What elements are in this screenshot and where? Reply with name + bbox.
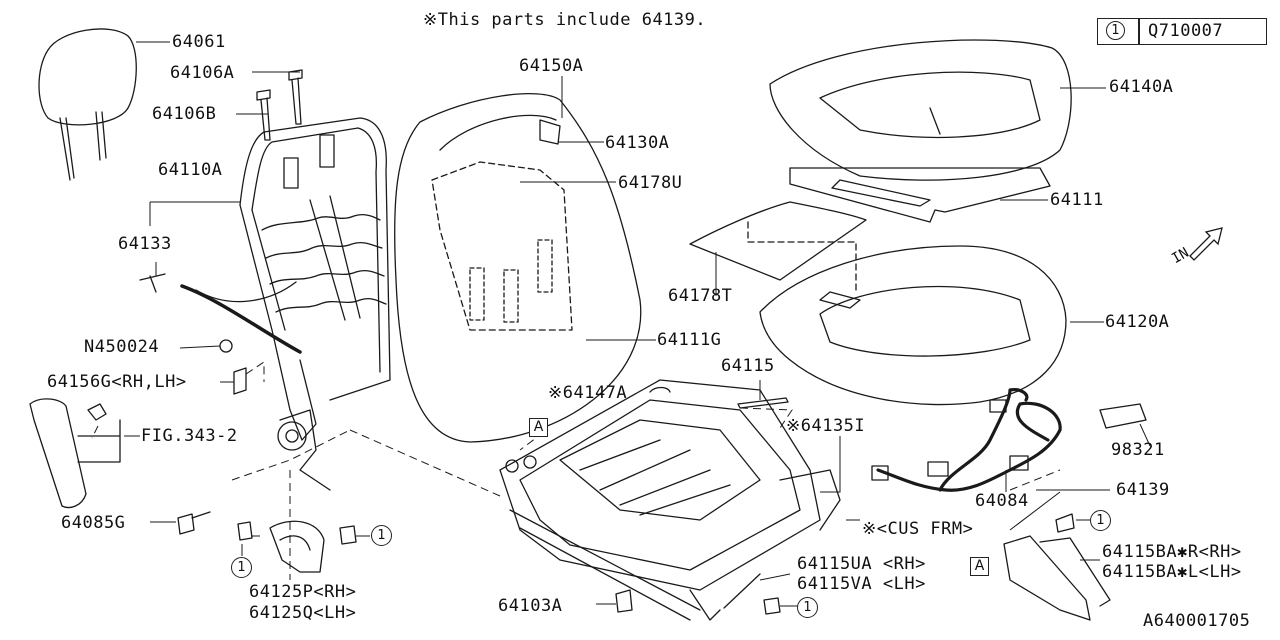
callout-64125Q[interactable]: 64125Q<LH> xyxy=(249,603,357,623)
callout-64115[interactable]: 64115 xyxy=(721,356,775,376)
nut-drawing xyxy=(219,339,233,353)
circle-marker-hinge-bottom: 1 xyxy=(231,557,252,578)
callout-64178T[interactable]: 64178T xyxy=(668,286,733,306)
side-airbag-drawing xyxy=(29,398,121,509)
callout-64178U[interactable]: 64178U xyxy=(618,173,683,193)
arrow-icon xyxy=(1189,227,1223,261)
box-marker-a-bracket: A xyxy=(970,557,989,576)
bolt-rail-head xyxy=(763,597,781,615)
callout-64106B[interactable]: 64106B xyxy=(152,104,217,124)
bolt-64103A-drawing xyxy=(615,589,633,613)
header-note: ※This parts include 64139. xyxy=(423,10,707,30)
callout-64085G[interactable]: 64085G xyxy=(61,513,126,533)
seat-film-drawing xyxy=(689,201,867,291)
circle-marker-rail: 1 xyxy=(797,597,818,618)
reference-divider xyxy=(1138,19,1140,44)
callout-64120A[interactable]: 64120A xyxy=(1105,312,1170,332)
callout-64135I[interactable]: ※64135I xyxy=(786,416,866,436)
callout-98321[interactable]: 98321 xyxy=(1111,440,1165,460)
bolt-bracket-drawing xyxy=(1055,513,1075,533)
callout-64156G[interactable]: 64156G<RH,LH> xyxy=(47,372,187,392)
circle-marker-hinge: 1 xyxy=(371,525,392,546)
harness-drawing xyxy=(871,388,1147,492)
bolt-64085G-drawing xyxy=(177,511,211,535)
clip-drawing xyxy=(233,367,247,395)
seatback-frame-drawing xyxy=(239,117,391,491)
rail-bar-drawing xyxy=(737,397,789,409)
callout-64110A[interactable]: 64110A xyxy=(158,160,223,180)
callout-64130A[interactable]: 64130A xyxy=(605,133,670,153)
callout-64147A[interactable]: ※64147A xyxy=(548,383,628,403)
callout-64111G[interactable]: 64111G xyxy=(657,330,722,350)
reference-code: Q710007 xyxy=(1148,21,1224,41)
callout-64115UA[interactable]: 64115UA <RH> xyxy=(797,554,926,574)
callout-64061[interactable]: 64061 xyxy=(172,32,226,52)
callout-64150A[interactable]: 64150A xyxy=(519,56,584,76)
callout-64115BA-R[interactable]: 64115BA✱R<RH> xyxy=(1102,542,1242,562)
callout-fig-343-2[interactable]: FIG.343-2 xyxy=(141,426,238,446)
reference-marker: 1 xyxy=(1106,21,1125,40)
bracket-drawing xyxy=(1003,535,1111,621)
callout-64125P[interactable]: 64125P<RH> xyxy=(249,582,357,602)
callout-N450024[interactable]: N450024 xyxy=(84,337,160,357)
seat-cushion-drawing xyxy=(759,245,1067,406)
callout-64115BA-L[interactable]: 64115BA✱L<LH> xyxy=(1102,562,1242,582)
leader-lines xyxy=(124,41,1151,607)
seat-frame-drawing xyxy=(499,379,841,621)
callout-64115VA[interactable]: 64115VA <LH> xyxy=(797,574,926,594)
callout-64106A[interactable]: 64106A xyxy=(170,63,235,83)
seat-cover-drawing xyxy=(769,39,1072,181)
callout-64103A[interactable]: 64103A xyxy=(498,596,563,616)
reference-box: 1 Q710007 xyxy=(1097,18,1267,45)
circle-marker-bracket: 1 xyxy=(1090,510,1111,531)
diagram-id: A640001705 xyxy=(1143,611,1251,631)
forward-direction-indicator: IN xyxy=(1169,222,1230,272)
callout-64084[interactable]: 64084 xyxy=(975,491,1029,511)
bolt-rail-drawing xyxy=(723,573,761,609)
box-marker-a-seat: A xyxy=(529,418,548,437)
callout-cus-frm[interactable]: ※<CUS FRM> xyxy=(862,519,974,539)
stud-drawings xyxy=(256,69,303,141)
callout-64133[interactable]: 64133 xyxy=(118,234,172,254)
seatback-pad-drawing xyxy=(394,93,642,443)
callout-64140A[interactable]: 64140A xyxy=(1109,77,1174,97)
callout-64111[interactable]: 64111 xyxy=(1050,190,1104,210)
wire-drawing xyxy=(139,273,302,354)
callout-64139[interactable]: 64139 xyxy=(1116,480,1170,500)
headrest-drawing xyxy=(38,28,137,181)
seat-mat-drawing xyxy=(789,167,1051,223)
hinge-cover-drawing xyxy=(237,520,357,573)
